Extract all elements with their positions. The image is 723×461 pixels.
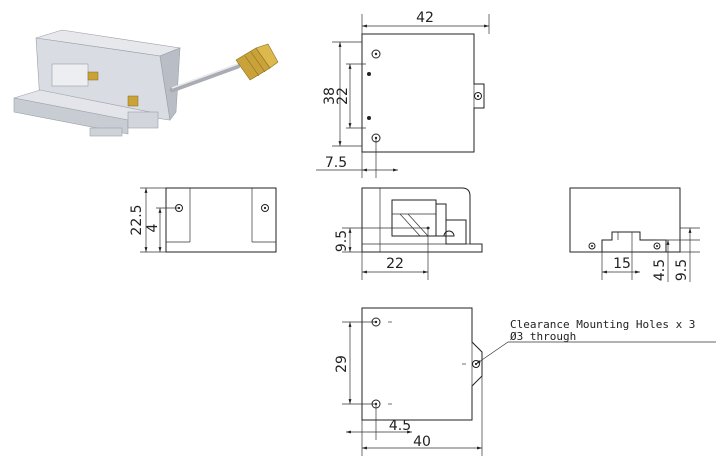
- front-view: 22.5 4: [129, 187, 277, 253]
- right-height-dim: 9.5: [674, 259, 690, 281]
- product-3d-render: [13, 29, 279, 137]
- note-line-1: Clearance Mounting Holes x 3: [510, 318, 695, 331]
- front-offset-dim: 4: [145, 223, 161, 232]
- top-hole-offset-dim: 7.5: [325, 155, 347, 171]
- bottom-offset-dim: 4.5: [389, 418, 411, 434]
- front-height-dim: 22.5: [129, 204, 145, 235]
- top-hole-span-dim: 22: [335, 87, 351, 105]
- top-view: 42 38 22 7.5: [316, 10, 490, 178]
- bottom-span-dim: 29: [334, 355, 350, 373]
- mounting-hole-note: Clearance Mounting Holes x 3 Ø3 through: [475, 318, 716, 365]
- note-line-2: Ø3 through: [510, 330, 576, 343]
- right-width-dim: 15: [613, 256, 631, 272]
- side-height-dim: 9.5: [334, 230, 350, 252]
- right-view: 15 4.5 9.5: [569, 187, 700, 282]
- bottom-width-dim: 40: [413, 434, 431, 450]
- side-view: 9.5 22: [334, 187, 483, 280]
- right-small-dim: 4.5: [652, 259, 668, 281]
- side-width-dim: 22: [386, 256, 404, 272]
- bottom-view: 29 4.5 40: [334, 307, 483, 456]
- top-width-dim: 42: [416, 10, 434, 26]
- top-height-dim: 38: [322, 87, 338, 105]
